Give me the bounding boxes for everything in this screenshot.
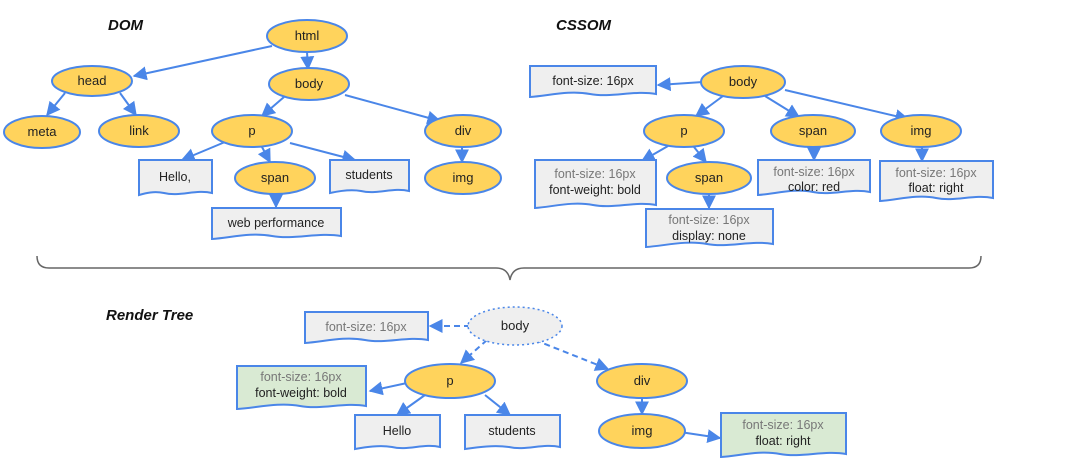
cssom-node-span: span	[770, 114, 856, 148]
cssom-style-span-child-line-2: display: none	[672, 229, 746, 243]
dom-node-meta-label: meta	[28, 124, 58, 139]
dom-node-html: html	[266, 19, 348, 53]
dom-node-link: link	[98, 114, 180, 148]
dom-text-students: students	[329, 159, 410, 195]
cssom-style-span-line-1: font-size: 16px	[773, 165, 855, 179]
cssom-style-p: font-size: 16px font-weight: bold	[534, 159, 657, 210]
cssom-node-img-label: img	[911, 123, 932, 138]
render-text-hello: Hello	[354, 414, 441, 451]
cssom-node-p-label: p	[680, 123, 687, 138]
cssom-node-body: body	[700, 65, 786, 99]
cssom-style-p-line-2: font-weight: bold	[549, 183, 641, 197]
render-tree-title: Render Tree	[106, 307, 193, 324]
render-style-p-line-2: font-weight: bold	[255, 386, 347, 400]
dom-node-span-label: span	[261, 170, 289, 185]
dom-node-html-label: html	[295, 28, 320, 43]
dom-node-img: img	[424, 161, 502, 195]
render-style-body-line-1: font-size: 16px	[325, 320, 407, 334]
cssom-style-body-line-1: font-size: 16px	[552, 74, 634, 88]
render-node-div: div	[596, 363, 688, 399]
cssom-style-span: font-size: 16px color: red	[757, 159, 871, 197]
dom-node-body-label: body	[295, 76, 324, 91]
cssom-style-img-line-2: float: right	[909, 181, 964, 195]
render-node-img: img	[598, 413, 686, 449]
dom-text-hello-label: Hello,	[159, 170, 191, 184]
render-style-p: font-size: 16px font-weight: bold	[236, 365, 367, 411]
cssom-style-img: font-size: 16px float: right	[879, 160, 994, 203]
cssom-style-span-child: font-size: 16px display: none	[645, 208, 774, 249]
dom-text-students-label: students	[345, 168, 392, 182]
cssom-edges	[640, 77, 929, 210]
dom-node-link-label: link	[129, 123, 149, 138]
cssom-node-span-child-label: span	[695, 170, 723, 185]
render-node-p-label: p	[446, 373, 453, 388]
dom-node-meta: meta	[3, 115, 81, 149]
dom-node-p-label: p	[248, 123, 255, 138]
cssom-style-span-line-2: color: red	[788, 180, 840, 194]
render-style-img-line-2: float: right	[756, 434, 811, 448]
dom-node-head: head	[51, 65, 133, 97]
dom-text-web-performance: web performance	[211, 207, 342, 241]
render-style-p-line-1: font-size: 16px	[260, 370, 342, 384]
cssom-style-img-line-1: font-size: 16px	[895, 166, 977, 180]
dom-text-hello: Hello,	[138, 159, 213, 197]
dom-text-web-performance-label: web performance	[227, 216, 325, 230]
merge-brace	[36, 255, 982, 281]
render-node-div-label: div	[634, 373, 651, 388]
cssom-node-span-child: span	[666, 161, 752, 195]
cssom-node-body-label: body	[729, 74, 758, 89]
dom-node-div: div	[424, 114, 502, 148]
render-style-img: font-size: 16px float: right	[720, 412, 847, 459]
dom-node-head-label: head	[78, 73, 107, 88]
render-node-body: body	[467, 306, 563, 346]
render-text-hello-label: Hello	[383, 424, 412, 438]
dom-node-span: span	[234, 161, 316, 195]
cssom-title: CSSOM	[556, 17, 612, 34]
dom-node-div-label: div	[455, 123, 472, 138]
render-node-body-label: body	[501, 318, 530, 333]
dom-title: DOM	[108, 17, 144, 34]
render-node-p: p	[404, 363, 496, 399]
cssom-style-body: font-size: 16px	[529, 65, 657, 99]
render-style-body: font-size: 16px	[304, 311, 429, 345]
cssom-node-span-label: span	[799, 123, 827, 138]
render-edges	[368, 319, 722, 444]
render-text-students: students	[464, 414, 561, 451]
cssom-node-p: p	[643, 114, 725, 148]
render-node-img-label: img	[632, 423, 653, 438]
dom-node-img-label: img	[453, 170, 474, 185]
cssom-node-img: img	[880, 114, 962, 148]
cssom-style-p-line-1: font-size: 16px	[554, 167, 636, 181]
dom-node-p: p	[211, 114, 293, 148]
dom-edges	[46, 45, 469, 209]
render-style-img-line-1: font-size: 16px	[742, 418, 824, 432]
dom-node-body: body	[268, 67, 350, 101]
cssom-style-span-child-line-1: font-size: 16px	[668, 213, 750, 227]
render-text-students-label: students	[488, 424, 535, 438]
